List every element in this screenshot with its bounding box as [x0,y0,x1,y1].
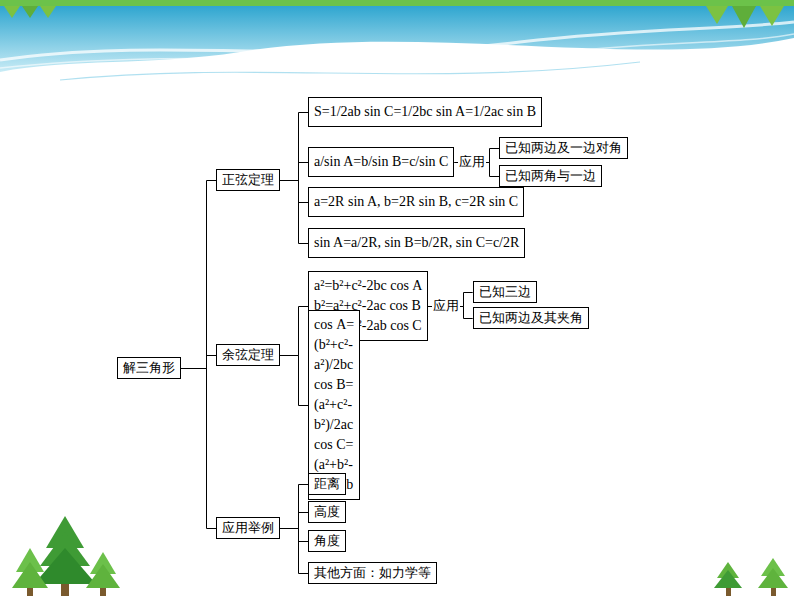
example-box: 高度 [308,501,346,523]
tree-connector [181,356,216,369]
example-box: 距离 [308,473,346,495]
tree-connector [280,529,308,542]
tree-connector [181,369,216,529]
formula-box: sin A=a/2R, sin B=b/2R, sin C=c/2R [308,228,525,258]
branch-topic: 应用举例 [216,517,280,539]
node-text: a=2R sin A, b=2R sin B, c=2R sin C [314,194,518,209]
triangle-ornament [4,6,20,18]
tree [86,564,120,588]
tree-cluster [714,558,788,596]
application-box: 已知两边及其夹角 [473,307,589,329]
triangle-ornament [40,6,56,18]
header-swoosh [60,62,640,80]
branch-topic: 余弦定理 [216,344,280,366]
node-text: cos A=(b²+c²-a²)/2bc cos B=(a²+c²-b²)/2a… [314,317,354,492]
application-box: 已知两边及一边对角 [499,137,628,159]
tree-connector [280,513,308,529]
tree-connector [280,181,308,244]
example-box: 角度 [308,530,346,552]
tree-connector [280,113,308,181]
example-box: 其他方面：如力学等 [308,562,437,584]
node-text: 应用举例 [222,520,274,535]
application-box: 已知两角与一边 [499,165,602,187]
triangle-ornament [732,6,756,28]
node-text: 已知两边及一边对角 [505,140,622,155]
tree-connector [280,529,308,574]
tree-connector [280,307,308,356]
node-text: 已知三边 [479,284,531,299]
header-swoosh [0,22,794,60]
triangle-ornament [706,6,728,24]
tree-connector [280,163,308,181]
application-box: 已知三边 [473,281,537,303]
node-text: 正弦定理 [222,172,274,187]
tree-connector [280,181,308,203]
edge-label: 应用 [458,154,486,170]
branch-topic: 正弦定理 [216,169,280,191]
formula-box: S=1/2ab sin C=1/2bc sin A=1/2ac sin B [308,97,542,127]
tree-connector [280,485,308,529]
formula-box: cos A=(b²+c²-a²)/2bc cos B=(a²+c²-b²)/2a… [308,310,360,500]
formula-box: a=2R sin A, b=2R sin B, c=2R sin C [308,187,524,217]
tree-connector [280,356,308,406]
formula-box: a/sin A=b/sin B=c/sin C [308,147,454,177]
tree [34,548,96,584]
node-text: 已知两角与一边 [505,168,596,183]
tree-cluster [12,516,120,596]
node-text: 角度 [314,533,340,548]
node-text: 距离 [314,476,340,491]
node-text: 高度 [314,504,340,519]
tree [12,562,48,588]
triangle-ornament [22,6,38,18]
header-wave [0,6,794,72]
tree [714,570,742,588]
node-text: a/sin A=b/sin B=c/sin C [314,154,448,169]
node-text: 已知两边及其夹角 [479,310,583,325]
root-topic: 解三角形 [117,357,181,379]
triangle-ornament [760,6,784,26]
node-text: 余弦定理 [222,347,274,362]
tree-connector [181,181,216,369]
header-swoosh [0,34,794,68]
node-text: 其他方面：如力学等 [314,565,431,580]
top-strip [0,0,794,6]
tree [758,568,788,588]
node-text: S=1/2ab sin C=1/2bc sin A=1/2ac sin B [314,104,536,119]
node-text: 解三角形 [123,360,175,375]
edge-label: 应用 [432,298,460,314]
node-text: sin A=a/2R, sin B=b/2R, sin C=c/2R [314,235,519,250]
